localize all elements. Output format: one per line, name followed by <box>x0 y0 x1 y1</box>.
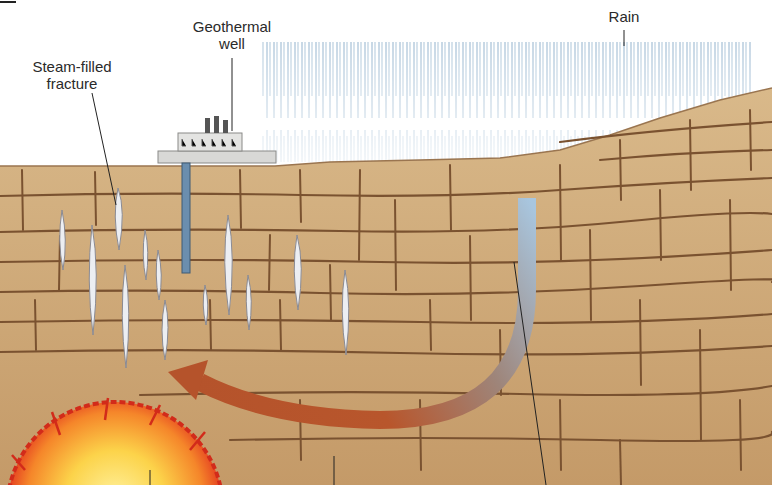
label-text: Steam-filled fracture <box>22 58 122 92</box>
label-text: Rain <box>594 8 654 25</box>
label-text: Geothermal well <box>186 18 278 52</box>
